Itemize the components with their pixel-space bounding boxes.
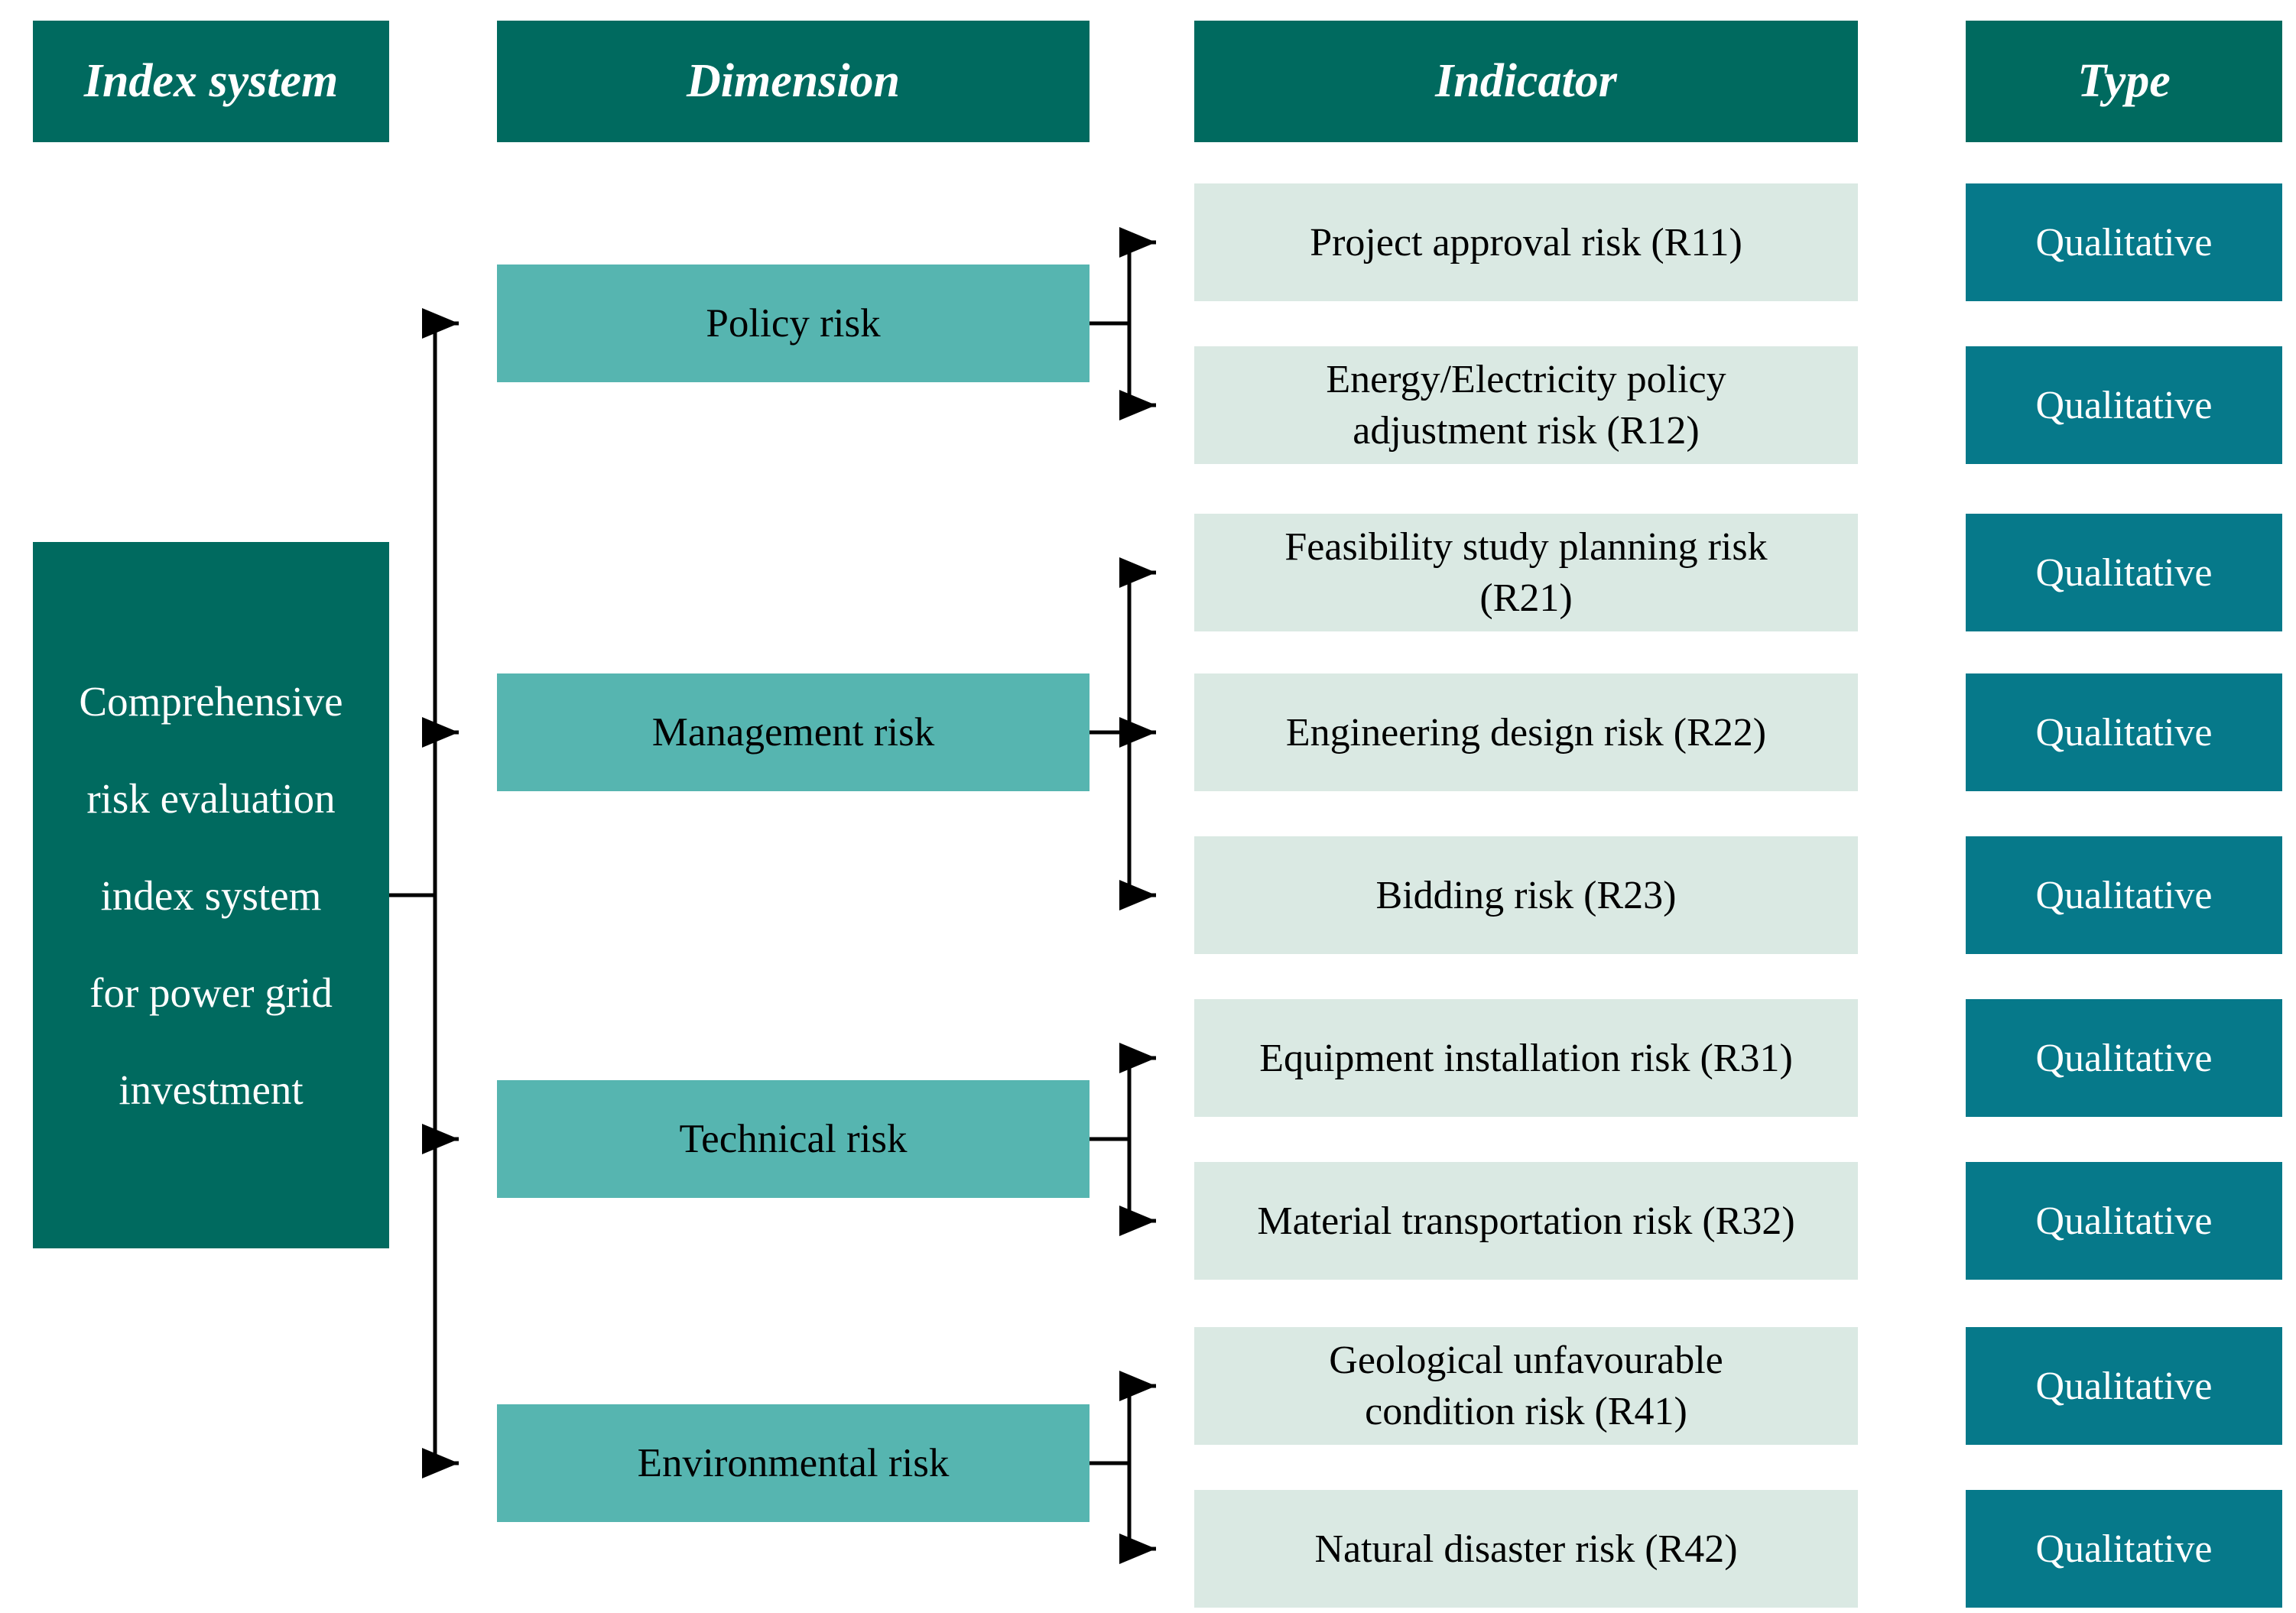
header-label: Indicator bbox=[1435, 55, 1617, 107]
type-label: Qualitative bbox=[2035, 550, 2213, 595]
dimension-box-policy-risk: Policy risk bbox=[497, 265, 1090, 382]
index-system-title-line: risk evaluation bbox=[86, 774, 336, 822]
type-box-r32: Qualitative bbox=[1966, 1162, 2282, 1280]
indicator-box-r31: Equipment installation risk (R31) bbox=[1194, 999, 1858, 1117]
type-box-r21: Qualitative bbox=[1966, 514, 2282, 631]
type-box-r41: Qualitative bbox=[1966, 1327, 2282, 1445]
index-system-box: Comprehensive risk evaluation index syst… bbox=[33, 542, 389, 1248]
header-label: Dimension bbox=[686, 55, 901, 107]
header-dimension: Dimension bbox=[497, 21, 1090, 142]
dimension-label: Management risk bbox=[651, 710, 935, 755]
type-box-r31: Qualitative bbox=[1966, 999, 2282, 1117]
dimension-label: Policy risk bbox=[706, 301, 881, 346]
type-box-r11: Qualitative bbox=[1966, 183, 2282, 301]
dimension-box-technical-risk: Technical risk bbox=[497, 1080, 1090, 1198]
indicator-label: Project approval risk (R11) bbox=[1310, 220, 1742, 265]
type-label: Qualitative bbox=[2035, 1527, 2213, 1571]
dimension-label: Environmental risk bbox=[637, 1441, 950, 1485]
index-system-title-line: for power grid bbox=[89, 969, 333, 1016]
type-label: Qualitative bbox=[2035, 873, 2213, 917]
indicator-label: Natural disaster risk (R42) bbox=[1314, 1527, 1738, 1571]
indicator-label: Engineering design risk (R22) bbox=[1285, 710, 1767, 755]
indicator-box-r22: Engineering design risk (R22) bbox=[1194, 673, 1858, 791]
indicator-box-r12: Energy/Electricity policy adjustment ris… bbox=[1194, 346, 1858, 464]
type-label: Qualitative bbox=[2035, 220, 2213, 265]
indicator-label: Equipment installation risk (R31) bbox=[1259, 1036, 1793, 1080]
type-label: Qualitative bbox=[2035, 383, 2213, 427]
index-system-title-line: Comprehensive bbox=[79, 677, 343, 725]
indicator-box-r32: Material transportation risk (R32) bbox=[1194, 1162, 1858, 1280]
header-indicator: Indicator bbox=[1194, 21, 1858, 142]
indicator-box-r42: Natural disaster risk (R42) bbox=[1194, 1490, 1858, 1608]
indicator-box-r11: Project approval risk (R11) bbox=[1194, 183, 1858, 301]
dimension-box-management-risk: Management risk bbox=[497, 673, 1090, 791]
header-label: Index system bbox=[83, 55, 339, 107]
indicator-label: Feasibility study planning risk (R21) bbox=[1284, 525, 1768, 620]
indicator-label: Energy/Electricity policy adjustment ris… bbox=[1326, 358, 1726, 453]
indicator-label: Bidding risk (R23) bbox=[1375, 873, 1677, 917]
indicator-box-r23: Bidding risk (R23) bbox=[1194, 836, 1858, 954]
dimension-label: Technical risk bbox=[679, 1117, 908, 1161]
indicator-box-r41: Geological unfavourable condition risk (… bbox=[1194, 1327, 1858, 1445]
type-box-r22: Qualitative bbox=[1966, 673, 2282, 791]
type-box-r23: Qualitative bbox=[1966, 836, 2282, 954]
type-box-r12: Qualitative bbox=[1966, 346, 2282, 464]
index-system-title-line: index system bbox=[100, 871, 322, 919]
type-label: Qualitative bbox=[2035, 1199, 2213, 1243]
header-label: Type bbox=[2077, 55, 2171, 107]
dimension-box-environmental-risk: Environmental risk bbox=[497, 1404, 1090, 1522]
indicator-label: Material transportation risk (R32) bbox=[1257, 1199, 1795, 1243]
type-label: Qualitative bbox=[2035, 1036, 2213, 1080]
header-index-system: Index system bbox=[33, 21, 389, 142]
indicator-box-r21: Feasibility study planning risk (R21) bbox=[1194, 514, 1858, 631]
type-label: Qualitative bbox=[2035, 710, 2213, 755]
header-type: Type bbox=[1966, 21, 2282, 142]
type-box-r42: Qualitative bbox=[1966, 1490, 2282, 1608]
indicator-label: Geological unfavourable condition risk (… bbox=[1329, 1339, 1723, 1433]
index-system-title-line: investment bbox=[119, 1066, 304, 1113]
type-label: Qualitative bbox=[2035, 1364, 2213, 1408]
